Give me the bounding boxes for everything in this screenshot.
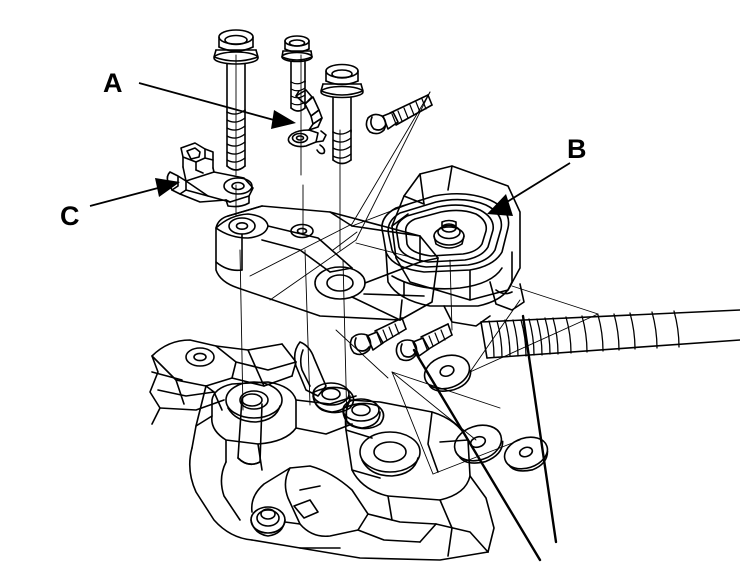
- washer-upper: [423, 354, 472, 392]
- callout-arrow-c: [89, 178, 180, 207]
- washer-lower-left: [453, 424, 504, 464]
- rubber-engine-mount: [381, 165, 525, 327]
- section-slash-lines: [412, 314, 558, 562]
- flange-bolt-lower-right: [395, 323, 453, 362]
- callout-arrow-b: [487, 162, 571, 216]
- callout-arrows: [89, 82, 571, 216]
- flange-bolt-long-right: [320, 63, 364, 165]
- callout-label-c: C: [60, 201, 80, 231]
- corrugated-hose: [480, 309, 740, 359]
- sensor-bracket-clip: [287, 89, 327, 155]
- flange-bolt-upper-right: [365, 94, 433, 135]
- mount-base-bracket: [215, 205, 439, 321]
- callout-label-b: B: [567, 134, 587, 164]
- transmission-case-casting: [149, 339, 495, 561]
- flange-bolt-short-center: [281, 35, 313, 112]
- callout-arrow-a: [138, 82, 296, 129]
- callout-label-a: A: [103, 68, 123, 98]
- flange-bolt-lower-left: [349, 317, 407, 356]
- washer-lower-right: [503, 436, 549, 472]
